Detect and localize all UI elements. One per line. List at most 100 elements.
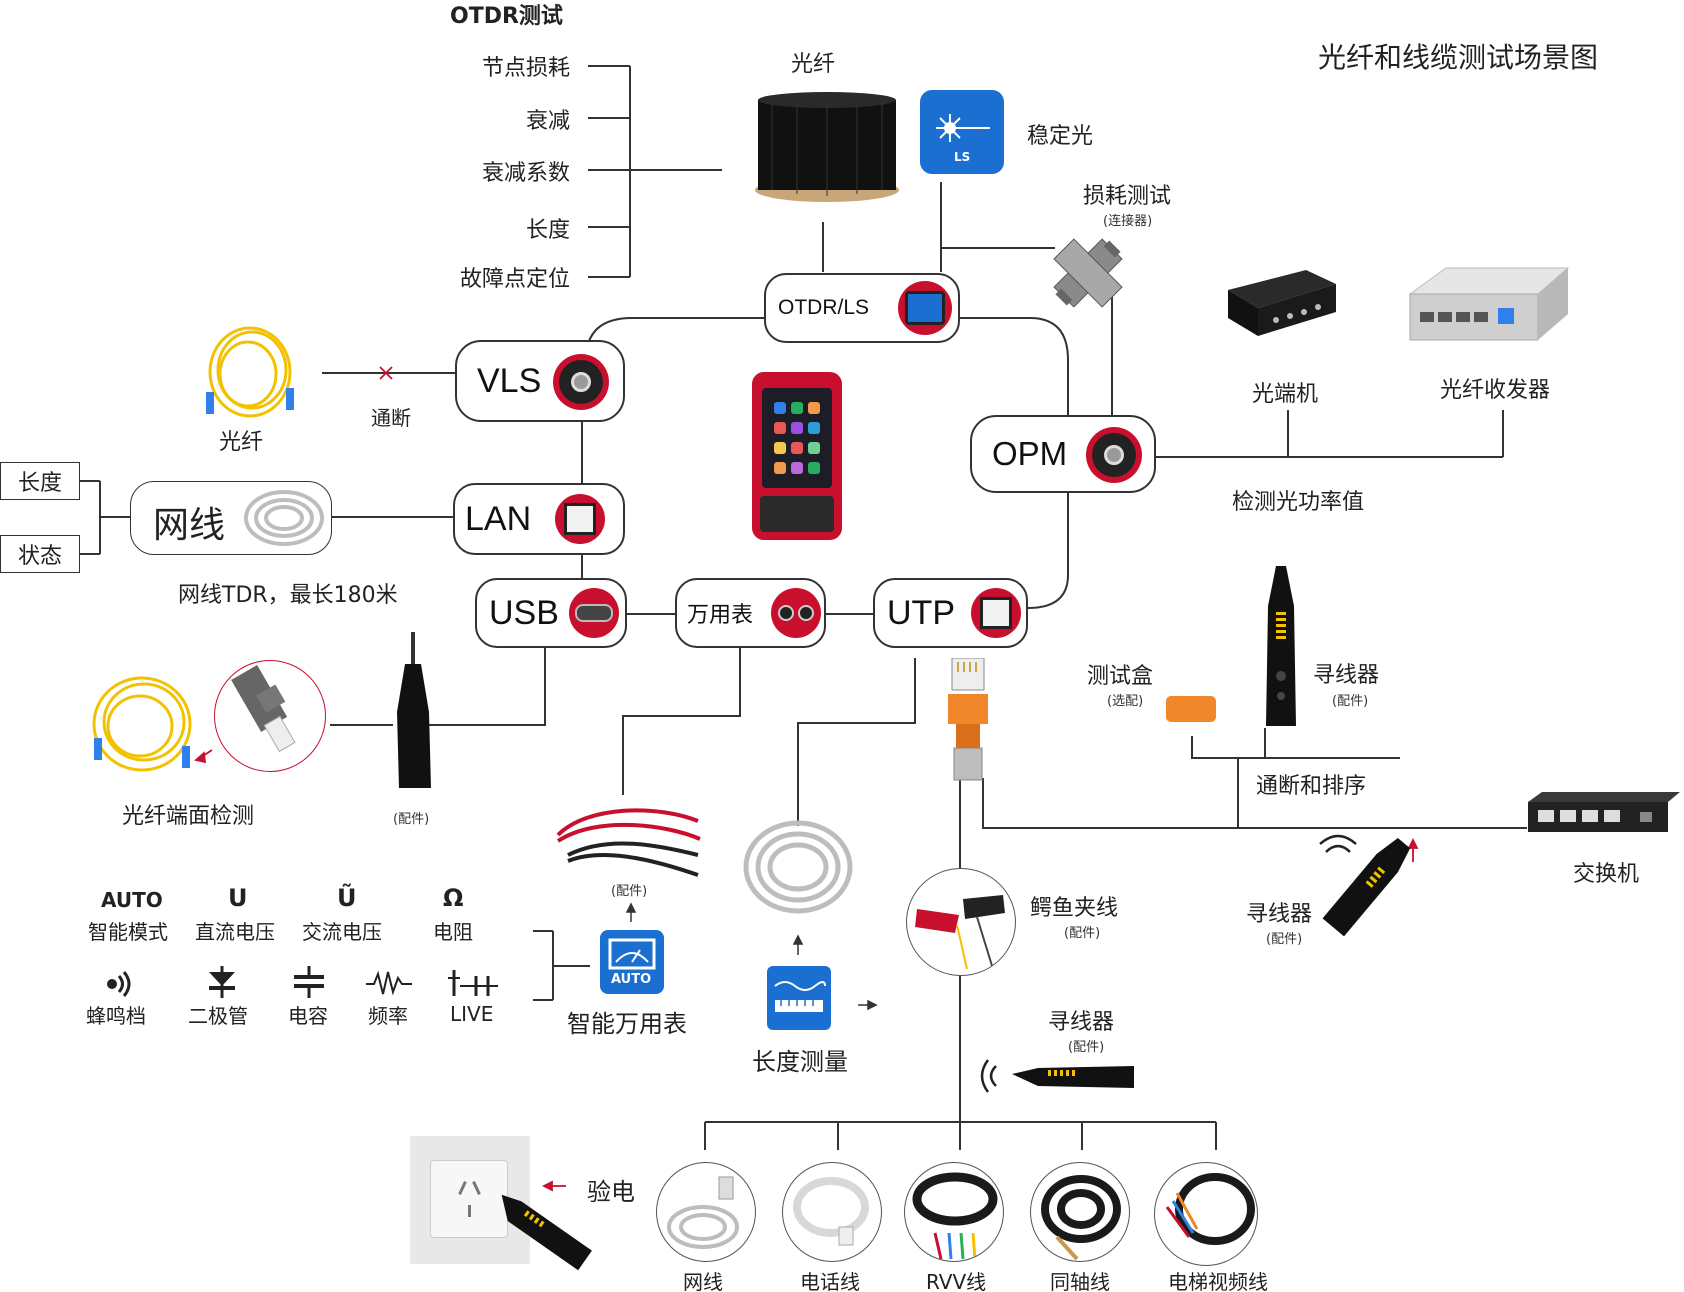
mode-symbol-ohm: Ω (443, 884, 464, 912)
buzzer-icon (107, 971, 131, 997)
cable-circle-coax (1030, 1162, 1130, 1262)
mode-label: 直流电压 (195, 920, 275, 944)
cable-circle-network (656, 1162, 756, 1262)
optical-power-label: 检测光功率值 (1232, 490, 1365, 515)
vls-port[interactable]: VLS (455, 340, 625, 422)
tracer-top-sub: (配件) (1332, 694, 1369, 709)
continuity-order-label: 通断和排序 (1256, 774, 1367, 799)
optical-terminal-label: 光端机 (1252, 382, 1319, 407)
cable-circle-phone (782, 1162, 882, 1262)
usb-port-label: USB (489, 593, 559, 632)
socket-plate (430, 1160, 508, 1238)
lan-port[interactable]: LAN (453, 483, 625, 555)
loss-test-label: 损耗测试 (1083, 184, 1172, 209)
multimeter-port-label: 万用表 (687, 602, 754, 627)
network-cable-coil-image (743, 820, 853, 914)
transceiver-image (1408, 267, 1570, 341)
test-box-sub: (选配) (1107, 694, 1144, 709)
cable-coil-image (244, 490, 324, 546)
alligator-sub: (配件) (1064, 926, 1101, 941)
endface-label: 光纤端面检测 (122, 804, 255, 829)
otdr-ls-port[interactable]: OTDR/LS (764, 273, 960, 343)
alligator-clip-icon (915, 895, 1005, 970)
otdr-ls-port-label: OTDR/LS (778, 296, 870, 319)
test-box-image (1166, 696, 1216, 722)
tracer-mid-label: 寻线器 (1246, 902, 1313, 927)
tester-keypad (760, 496, 834, 532)
otdr-item: 衰减系数 (481, 161, 570, 186)
utp-port[interactable]: UTP (873, 578, 1028, 648)
frequency-icon (366, 970, 412, 996)
mode-symbol-dcv: U (228, 884, 248, 912)
cable-circle-rvv (904, 1162, 1004, 1262)
endface-closeup (214, 660, 326, 772)
phone-cable-icon (793, 1177, 869, 1246)
alligator-clip-image (906, 868, 1016, 976)
rj45-icon (971, 588, 1021, 638)
otdr-item: 长度 (525, 218, 570, 243)
cable-name: 网线 (683, 1270, 723, 1292)
probe-jack-icon (771, 588, 821, 638)
rj45-coax-adapter-image (948, 658, 988, 781)
tracer-receiver-image (1266, 566, 1296, 726)
continuity-label: 通断 (371, 406, 411, 430)
fc-connector-icon (231, 664, 296, 753)
tracer-low-label: 寻线器 (1048, 1010, 1115, 1035)
opm-port-label: OPM (992, 435, 1068, 472)
tracer-mid-sub: (配件) (1266, 932, 1303, 947)
length-measure-label: 长度测量 (752, 1048, 848, 1076)
cable-name: 电话线 (800, 1270, 860, 1292)
app-grid-icon (774, 402, 820, 474)
ruler-icon (774, 981, 826, 1012)
elevator-cable-icon (1165, 1173, 1255, 1245)
mode-label: 智能模式 (88, 920, 168, 944)
mode-label: 频率 (368, 1004, 408, 1028)
cable-name: 电梯视频线 (1168, 1270, 1268, 1292)
transceiver-label: 光纤收发器 (1440, 378, 1551, 403)
live-check-label: 验电 (587, 1178, 635, 1206)
otdr-item: 故障点定位 (459, 267, 570, 292)
fiber-reel-label: 光纤 (791, 52, 836, 77)
page-title: 光纤和线缆测试场景图 (1318, 41, 1599, 74)
tracer-low-image (980, 1059, 1134, 1093)
voltage-pen-image (501, 1194, 592, 1271)
tester-device (752, 372, 842, 540)
tracer-top-label: 寻线器 (1313, 663, 1380, 688)
mode-label: 交流电压 (302, 920, 382, 944)
ls-icon-text: LS (954, 150, 971, 164)
tester-screen (762, 388, 832, 488)
multimeter-port[interactable]: 万用表 (675, 578, 826, 648)
rj45-icon (555, 494, 605, 544)
cable-box: 网线 (130, 481, 332, 555)
opm-connector-icon (1086, 427, 1142, 483)
tracer-low-sub: (配件) (1068, 1040, 1105, 1055)
cable-name: RVV线 (926, 1270, 987, 1292)
multimeter-icon: AUTO (600, 930, 664, 994)
coax-cable-icon (1041, 1175, 1121, 1261)
smart-meter-label: 智能万用表 (567, 1010, 687, 1038)
length-box: 长度 (0, 462, 80, 500)
meter-gauge-icon (608, 938, 656, 970)
otdr-item: 衰减 (525, 109, 570, 134)
cable-label: 网线 (153, 505, 226, 546)
vls-port-label: VLS (477, 361, 542, 400)
ls-icon: LS (920, 90, 1004, 174)
vls-connector-icon (553, 354, 609, 410)
usb-port[interactable]: USB (475, 578, 627, 648)
optical-terminal-image (1228, 270, 1336, 336)
live-icon (448, 970, 498, 996)
test-box-label: 测试盒 (1087, 664, 1154, 689)
mode-label: 电容 (288, 1004, 328, 1028)
alligator-label: 鳄鱼夹线 (1030, 896, 1119, 921)
vls-fiber-label: 光纤 (219, 430, 264, 455)
endface-accessory: (配件) (393, 812, 430, 827)
inspection-probe-image (397, 632, 431, 788)
utp-port-label: UTP (887, 593, 955, 632)
opm-port[interactable]: OPM (970, 415, 1156, 493)
stable-light-label: 稳定光 (1027, 124, 1094, 149)
laser-icon (936, 114, 990, 142)
cable-name: 同轴线 (1050, 1270, 1110, 1292)
otdr-item: 节点损耗 (481, 56, 570, 81)
fiber-patch-cord-image (206, 326, 294, 418)
